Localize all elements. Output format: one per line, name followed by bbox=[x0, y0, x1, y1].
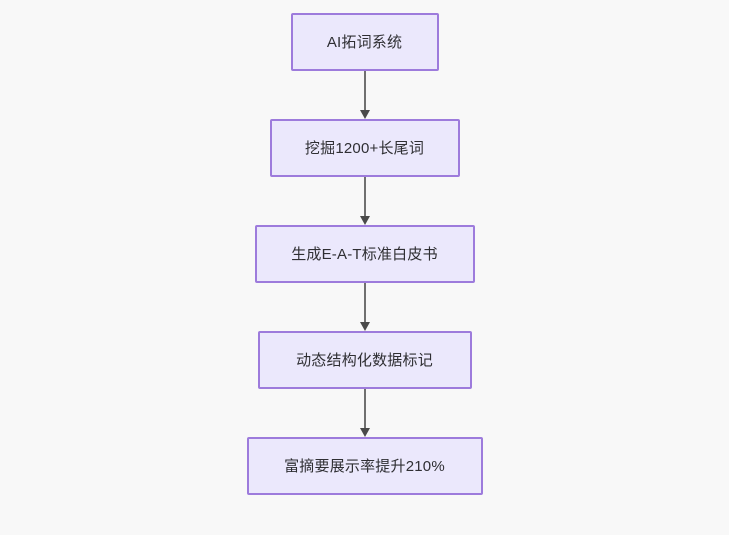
flow-node-rich-snippet-rate-increase[interactable]: 富摘要展示率提升210% bbox=[246, 437, 483, 495]
connector-line bbox=[363, 177, 366, 217]
arrow-down-icon bbox=[359, 110, 370, 119]
arrow-down-icon bbox=[359, 216, 370, 225]
flow-connector-4 bbox=[359, 389, 371, 437]
connector-line bbox=[363, 389, 366, 429]
flow-node-label: 挖掘1200+长尾词 bbox=[304, 139, 425, 157]
arrow-down-icon bbox=[359, 322, 370, 331]
flow-node-label: 生成E-A-T标准白皮书 bbox=[291, 245, 438, 263]
flow-connector-3 bbox=[359, 283, 371, 331]
arrow-down-icon bbox=[359, 428, 370, 437]
flow-connector-2 bbox=[359, 177, 371, 225]
flow-node-ai-keyword-system[interactable]: AI拓词系统 bbox=[290, 13, 439, 71]
flow-node-label: 动态结构化数据标记 bbox=[296, 351, 433, 369]
flow-node-mine-longtail-keywords[interactable]: 挖掘1200+长尾词 bbox=[269, 119, 460, 177]
flow-connector-1 bbox=[359, 71, 371, 119]
flow-node-label: 富摘要展示率提升210% bbox=[284, 457, 445, 475]
flow-node-generate-eat-whitepaper[interactable]: 生成E-A-T标准白皮书 bbox=[254, 225, 475, 283]
flowchart-node-column: AI拓词系统 挖掘1200+长尾词 生成E-A-T标准白皮书 动态结构化数据标记 bbox=[246, 13, 483, 495]
connector-line bbox=[363, 283, 366, 323]
connector-line bbox=[363, 71, 366, 111]
flow-node-dynamic-structured-data-markup[interactable]: 动态结构化数据标记 bbox=[257, 331, 472, 389]
flow-node-label: AI拓词系统 bbox=[326, 33, 403, 51]
